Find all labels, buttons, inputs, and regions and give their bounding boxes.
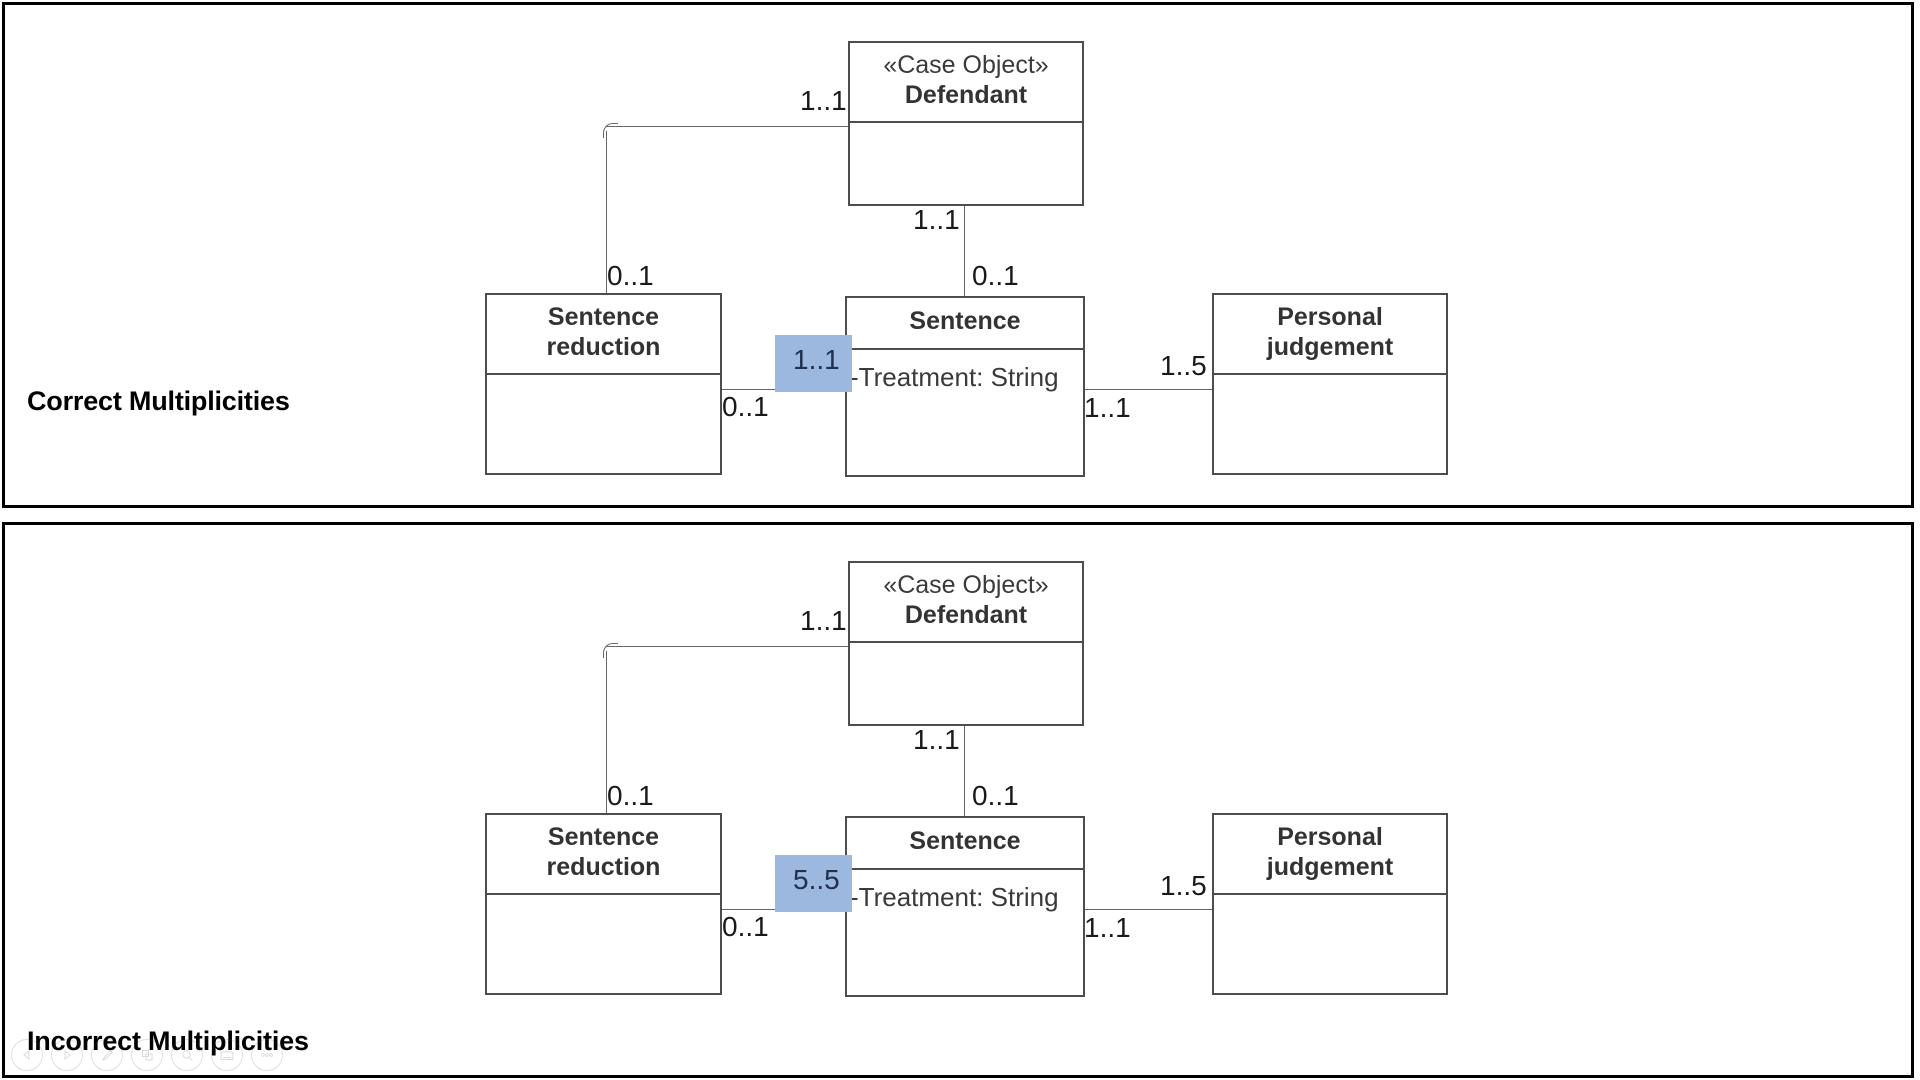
- panel-incorrect-multiplicities: «Case Object» Defendant Sentence reducti…: [2, 522, 1914, 1078]
- multiplicity-sentence-right: 1..1: [1084, 912, 1131, 943]
- search-icon[interactable]: [171, 1039, 203, 1071]
- class-body-sentence: -Treatment: String: [847, 870, 1083, 997]
- class-box-personal-judgement[interactable]: Personal judgement: [1212, 813, 1448, 995]
- class-name-sentence-reduction-line1: Sentence: [547, 303, 660, 331]
- class-header-sentence: Sentence: [847, 298, 1083, 350]
- multiplicity-defendant-left: 1..1: [800, 605, 847, 636]
- association-line-defendant-reduction-horizontal: [606, 646, 849, 647]
- panel-correct-multiplicities: «Case Object» Defendant Sentence reducti…: [2, 2, 1914, 508]
- back-arrow-icon[interactable]: [11, 1039, 43, 1071]
- diagram-canvas-correct: «Case Object» Defendant Sentence reducti…: [5, 5, 1911, 505]
- multiplicity-sentence-right: 1..1: [1084, 392, 1131, 423]
- class-attribute-treatment: -Treatment: String: [850, 362, 1059, 392]
- multiplicity-judgement-left: 1..5: [1160, 350, 1207, 381]
- highlighted-multiplicity-text: 5..5: [793, 864, 840, 895]
- diagram-canvas-incorrect: «Case Object» Defendant Sentence reducti…: [5, 525, 1911, 1075]
- more-options-icon[interactable]: [251, 1039, 283, 1071]
- association-line-defendant-reduction-vertical: [606, 651, 607, 814]
- class-box-defendant[interactable]: «Case Object» Defendant: [848, 41, 1084, 206]
- multiplicity-judgement-left: 1..5: [1160, 870, 1207, 901]
- class-name-personal-judgement-line2: judgement: [1266, 852, 1394, 881]
- association-line-defendant-sentence: [964, 726, 965, 817]
- highlighted-multiplicity-incorrect[interactable]: 5..5: [775, 855, 852, 912]
- class-box-sentence-reduction[interactable]: Sentence reduction: [485, 813, 722, 995]
- class-stereotype-defendant: «Case Object»: [883, 51, 1049, 79]
- class-box-defendant[interactable]: «Case Object» Defendant: [848, 561, 1084, 726]
- class-header-personal-judgement: Personal judgement: [1214, 815, 1446, 895]
- class-name-defendant: Defendant: [904, 600, 1028, 629]
- multiplicity-defendant-left: 1..1: [800, 85, 847, 116]
- class-header-sentence: Sentence: [847, 818, 1083, 870]
- class-header-defendant: «Case Object» Defendant: [850, 43, 1082, 123]
- forward-arrow-icon[interactable]: [51, 1039, 83, 1071]
- class-attribute-treatment: -Treatment: String: [850, 882, 1059, 912]
- panel-caption-correct: Correct Multiplicities: [27, 386, 290, 416]
- class-name-personal-judgement-line2: judgement: [1266, 332, 1394, 361]
- class-name-personal-judgement-line1: Personal: [1277, 303, 1383, 331]
- association-line-defendant-reduction-horizontal: [606, 126, 849, 127]
- association-line-sentence-judgement: [1083, 389, 1214, 390]
- pencil-icon[interactable]: [91, 1039, 123, 1071]
- multiplicity-reduction-top: 0..1: [607, 260, 654, 291]
- multiplicity-sentence-top: 0..1: [972, 780, 1019, 811]
- multiplicity-defendant-bottom: 1..1: [913, 204, 960, 235]
- multiplicity-sentence-top: 0..1: [972, 260, 1019, 291]
- class-name-sentence: Sentence: [909, 827, 1021, 855]
- class-name-sentence-reduction-line2: reduction: [546, 852, 661, 881]
- association-line-defendant-reduction-vertical: [606, 131, 607, 294]
- multiplicity-reduction-right: 0..1: [722, 391, 769, 422]
- multiplicity-reduction-right: 0..1: [722, 911, 769, 942]
- class-header-defendant: «Case Object» Defendant: [850, 563, 1082, 643]
- class-box-sentence-reduction[interactable]: Sentence reduction: [485, 293, 722, 475]
- layers-icon[interactable]: [131, 1039, 163, 1071]
- class-header-sentence-reduction: Sentence reduction: [487, 815, 720, 895]
- class-name-sentence-reduction-line2: reduction: [546, 332, 661, 361]
- association-line-elbow-corner: [603, 123, 618, 138]
- class-header-personal-judgement: Personal judgement: [1214, 295, 1446, 375]
- highlighted-multiplicity-correct[interactable]: 1..1: [775, 335, 852, 392]
- multiplicity-reduction-top: 0..1: [607, 780, 654, 811]
- class-name-defendant: Defendant: [904, 80, 1028, 109]
- association-line-sentence-judgement: [1083, 909, 1214, 910]
- class-body-defendant: [850, 123, 1082, 204]
- class-body-personal-judgement: [1214, 375, 1446, 473]
- class-name-sentence-reduction-line1: Sentence: [547, 823, 660, 851]
- class-box-personal-judgement[interactable]: Personal judgement: [1212, 293, 1448, 475]
- class-body-sentence-reduction: [487, 375, 720, 473]
- class-body-sentence: -Treatment: String: [847, 350, 1083, 477]
- highlighted-multiplicity-text: 1..1: [793, 344, 840, 375]
- association-line-elbow-corner: [603, 643, 618, 658]
- class-stereotype-defendant: «Case Object»: [883, 571, 1049, 599]
- multiplicity-defendant-bottom: 1..1: [913, 724, 960, 755]
- class-body-defendant: [850, 643, 1082, 724]
- class-box-sentence[interactable]: Sentence -Treatment: String: [845, 296, 1085, 477]
- association-line-defendant-sentence: [964, 206, 965, 297]
- class-name-sentence: Sentence: [909, 307, 1021, 335]
- class-body-sentence-reduction: [487, 895, 720, 993]
- class-box-sentence[interactable]: Sentence -Treatment: String: [845, 816, 1085, 997]
- keyboard-icon[interactable]: [211, 1039, 243, 1071]
- floating-toolbar[interactable]: [11, 1039, 283, 1071]
- class-body-personal-judgement: [1214, 895, 1446, 993]
- class-header-sentence-reduction: Sentence reduction: [487, 295, 720, 375]
- class-name-personal-judgement-line1: Personal: [1277, 823, 1383, 851]
